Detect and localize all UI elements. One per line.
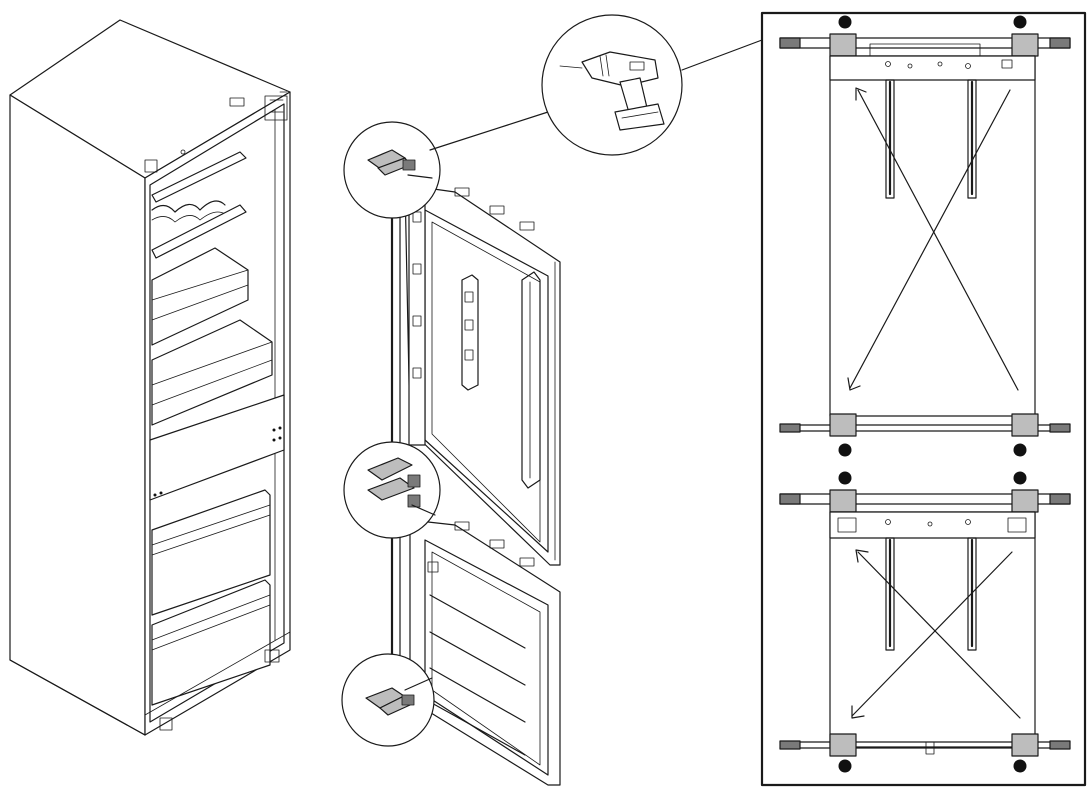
hinge-block xyxy=(829,33,857,57)
lower-door-diagram xyxy=(779,471,1071,773)
door-rail xyxy=(885,79,895,199)
top-bracket xyxy=(229,97,245,107)
hinge-block xyxy=(829,489,857,513)
cordless-drill-icon xyxy=(559,51,665,131)
cabinet-opening xyxy=(149,103,285,723)
wine-rack xyxy=(151,200,226,213)
cabinet-side xyxy=(9,94,146,736)
lower-door-outer xyxy=(409,519,561,786)
fixing-dot xyxy=(1013,471,1027,485)
leader-line-to-panel xyxy=(681,39,763,71)
door-rail-left xyxy=(461,274,479,391)
fixing-dot xyxy=(1013,15,1027,29)
diagonal-arrow xyxy=(849,89,1011,389)
hinge-callout-middle xyxy=(343,441,441,539)
top-hinge-mount xyxy=(264,95,288,121)
fixing-dot xyxy=(838,471,852,485)
diagonal-arrow xyxy=(851,551,1013,717)
upper-door-edge xyxy=(408,199,426,446)
drill-callout xyxy=(541,14,683,156)
crisper-box-2 xyxy=(151,319,273,426)
upper-door-diagram xyxy=(779,15,1071,457)
fixing-dot xyxy=(1013,759,1027,773)
shelf-1 xyxy=(151,151,247,203)
door-rail-right xyxy=(521,271,541,489)
door-rail xyxy=(967,537,977,651)
hinge-block xyxy=(829,733,857,757)
foot-right xyxy=(264,649,280,663)
hinge-block xyxy=(1011,733,1039,757)
lower-door xyxy=(409,519,561,786)
leader-line-to-drill xyxy=(429,111,549,151)
upper-door-outline xyxy=(829,55,1036,417)
hinge-block xyxy=(1011,413,1039,437)
door-rail xyxy=(885,537,895,651)
freezer-drawer-1 xyxy=(151,489,271,616)
panel-border xyxy=(760,11,1087,787)
hinge-block xyxy=(1011,489,1039,513)
lower-door-outline xyxy=(829,511,1036,748)
fixing-dot xyxy=(1013,443,1027,457)
refrigerator-cabinet xyxy=(9,19,291,736)
fixing-dot xyxy=(838,15,852,29)
hinge-block xyxy=(1011,33,1039,57)
hinge-callout-bottom xyxy=(341,653,435,747)
doors-with-hinges xyxy=(341,14,763,786)
diagonal-arrow xyxy=(857,89,1019,391)
divider-band xyxy=(149,394,285,501)
shelf-2 xyxy=(151,204,247,259)
door-rail xyxy=(967,79,977,199)
diagonal-arrow xyxy=(857,551,1021,719)
hinge-block xyxy=(829,413,857,437)
fixing-dot xyxy=(838,443,852,457)
freezer-drawer-2 xyxy=(151,579,271,706)
hinge-detail-panel xyxy=(760,11,1087,787)
foot-left xyxy=(159,717,173,731)
hinge-callout-top xyxy=(343,121,441,219)
fixing-dot xyxy=(838,759,852,773)
